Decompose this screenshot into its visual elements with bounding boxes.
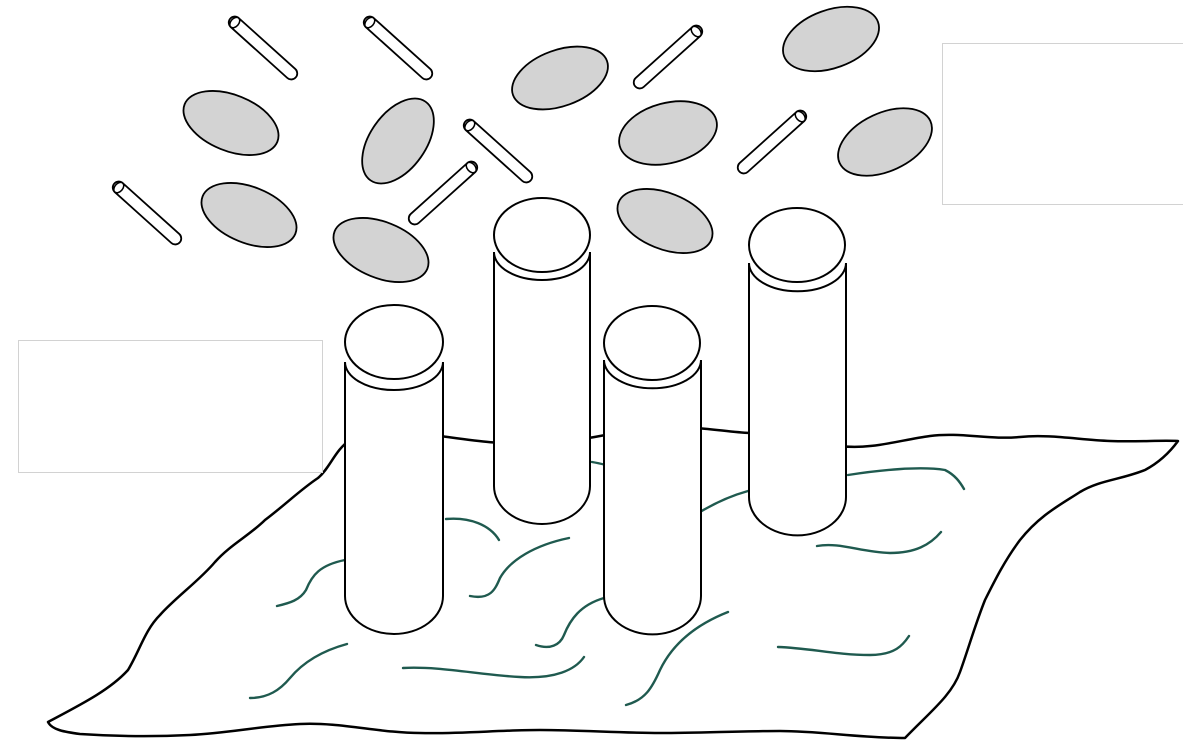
annotation-box-top-right xyxy=(942,43,1183,205)
pillar-body xyxy=(494,252,590,524)
pillar xyxy=(345,305,443,634)
pillar-body xyxy=(345,362,443,634)
pillar-cap xyxy=(749,208,845,282)
disc-particle xyxy=(612,91,724,175)
pillar-body xyxy=(749,263,846,535)
pillar xyxy=(604,306,701,634)
disc-particle xyxy=(174,78,288,167)
pillar-body xyxy=(604,360,701,634)
pillar-cap xyxy=(345,305,443,379)
disc-particle xyxy=(774,0,888,83)
pillar-cap xyxy=(604,306,700,380)
annotation-box-middle-left xyxy=(18,340,323,473)
rod-particle xyxy=(110,179,183,247)
pillar xyxy=(749,208,846,535)
rod-particle xyxy=(226,14,299,82)
rod-particle xyxy=(735,108,808,176)
rod-particle xyxy=(631,23,704,91)
disc-particle xyxy=(192,170,306,259)
disc-particle xyxy=(503,35,616,122)
rod-particle xyxy=(406,159,479,227)
disc-particle xyxy=(348,86,449,197)
pillar xyxy=(494,198,590,524)
disc-particle xyxy=(608,176,722,265)
rod-particle xyxy=(361,14,434,82)
disc-particle xyxy=(827,95,942,190)
pillar-cap xyxy=(494,198,590,272)
